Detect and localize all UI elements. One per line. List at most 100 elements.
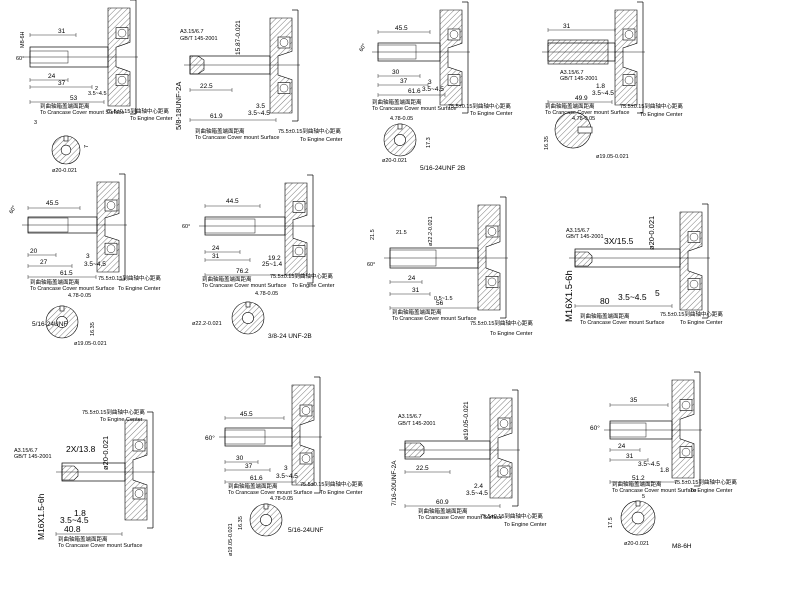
dimension-label: 37 <box>58 80 66 87</box>
dimension-label: 60° <box>590 424 600 432</box>
dimension-label: 3.5~4.5 <box>592 90 614 97</box>
dimension-label: 31 <box>212 253 220 260</box>
dimension-label: 3.5~4.5 <box>638 461 660 468</box>
cover-surface-note: 到曲轴箱盖端面距离 <box>58 535 108 543</box>
dimension-label: 60° <box>16 56 24 62</box>
dimension-label: 45.5 <box>395 25 408 32</box>
cover-surface-note: To Crancase Cover mount Surface <box>40 110 124 116</box>
dimension-label: M8-6H <box>20 31 26 48</box>
dimension-label: 60° <box>9 205 18 215</box>
cover-surface-note: 到曲轴箱盖端面距离 <box>372 98 422 106</box>
dimension-label: 17.5 <box>608 517 614 528</box>
dimension-label: 31 <box>58 28 66 35</box>
center-hole-spec: GB/T 145-2001 <box>566 234 604 240</box>
dimension-label: 21.5 <box>396 230 407 236</box>
dimension-label: 45.5 <box>46 200 59 207</box>
dimension-label: 24 <box>408 275 416 282</box>
dimension-label: 3.5~4.5 <box>60 515 89 525</box>
engine-center-note: To Engine Center <box>640 112 683 118</box>
dimension-label: 17.3 <box>426 137 432 148</box>
engine-center-note: 75.5±0.15到曲轴中心距离 <box>98 274 161 282</box>
cover-surface-note: To Crancase Cover mount Surface <box>545 110 629 116</box>
dimension-label: M8-6H <box>672 543 692 550</box>
dimension-label: 53 <box>70 95 78 102</box>
dimension-label: 20 <box>30 248 38 255</box>
cover-surface-note: 到曲轴箱盖端面距离 <box>40 102 90 110</box>
engine-center-note: 75.5±0.15到曲轴中心距离 <box>448 102 511 110</box>
cover-surface-note: 到曲轴箱盖端面距离 <box>545 102 595 110</box>
engine-center-note: To Engine Center <box>690 488 733 494</box>
cover-surface-note: To Crancase Cover mount Surface <box>202 283 286 289</box>
dimension-label: 3 <box>34 120 37 126</box>
dimension-label: 25~1.4 <box>262 261 282 268</box>
dimension-label: 3 <box>428 79 432 86</box>
dimension-label: 24 <box>618 443 626 450</box>
dimension-label: 60° <box>367 262 375 268</box>
dimension-label: 2.4 <box>474 483 483 490</box>
center-hole-spec: A3.15/6.7 <box>566 228 590 234</box>
dimension-label: 4.78-0.05 <box>390 116 413 122</box>
dimension-label: 5 <box>655 288 660 298</box>
dimension-label: 40.8 <box>64 524 81 534</box>
dimension-label: 31 <box>563 23 571 30</box>
engine-center-note: 75.5±0.15到曲轴中心距离 <box>470 319 533 327</box>
dimension-label: 1.8 <box>74 508 86 518</box>
engine-center-note: 75.5±0.15到曲轴中心距离 <box>106 107 169 115</box>
dimension-label: 22.5 <box>200 83 213 90</box>
dimension-label: 5 <box>642 494 645 500</box>
cover-surface-note: To Crancase Cover mount Surface <box>195 135 279 141</box>
dimension-label: 3.5~4.5 <box>88 91 107 97</box>
cover-surface-note: To Crancase Cover mount Surface <box>580 320 664 326</box>
cover-surface-note: 到曲轴箱盖端面距离 <box>580 312 630 320</box>
dimension-label: 5/16-24UNF <box>32 321 67 328</box>
dimension-label: 51.2 <box>632 475 645 482</box>
dimension-label: 15.87-0.021 <box>235 20 242 55</box>
dimension-label: 37 <box>245 463 253 470</box>
dimension-label: 16.35 <box>90 322 96 336</box>
dimension-label: ø22.2-0.021 <box>428 216 434 246</box>
dimension-label: 3.5~4.5 <box>248 110 270 117</box>
dimension-label: ø19.05-0.021 <box>74 341 107 347</box>
dimension-label: 30 <box>236 455 244 462</box>
dimension-label: 16.35 <box>544 136 550 150</box>
center-hole-spec: GB/T 145-2001 <box>14 454 52 460</box>
dimension-label: 44.5 <box>226 198 239 205</box>
engine-center-note: 75.5±0.15到曲轴中心距离 <box>270 272 333 280</box>
engine-center-note: 75.5±0.15到曲轴中心距离 <box>82 408 145 416</box>
dimension-label: 60.9 <box>436 499 449 506</box>
dimension-label: 3.5 <box>256 103 265 110</box>
center-hole-spec: GB/T 145-2001 <box>180 36 218 42</box>
dimension-label: 5/16-24UNF 2B <box>420 165 465 172</box>
dimension-label: 0.5~1.5 <box>434 296 453 302</box>
dimension-label: 1.8 <box>660 467 669 474</box>
cover-surface-note: To Crancase Cover mount Surface <box>372 106 456 112</box>
cover-surface-note: 到曲轴箱盖端面距离 <box>392 308 442 316</box>
engine-center-note: To Engine Center <box>130 116 173 122</box>
dimension-label: 37 <box>400 78 408 85</box>
center-hole-spec: A3.15/6.7 <box>14 448 38 454</box>
dimension-label: 3.5~4.5 <box>618 292 647 302</box>
engine-center-note: To Engine Center <box>292 283 335 289</box>
engine-center-note: To Engine Center <box>680 320 723 326</box>
dimension-label: 30 <box>392 69 400 76</box>
dimension-label: 60° <box>359 43 368 53</box>
engine-center-note: To Engine Center <box>320 490 363 496</box>
dimension-label: ø19.05-0.021 <box>228 523 234 556</box>
dimension-label: 2X/13.8 <box>66 444 96 454</box>
dimension-label: 2 <box>95 86 98 92</box>
engine-center-note: To Engine Center <box>300 137 343 143</box>
dimension-label: 61.5 <box>60 270 73 277</box>
dimension-label: 31 <box>412 287 420 294</box>
dimension-label: 16.35 <box>238 516 244 530</box>
dimension-label: 24 <box>212 245 220 252</box>
engine-center-note: 75.5±0.15到曲轴中心距离 <box>278 127 341 135</box>
